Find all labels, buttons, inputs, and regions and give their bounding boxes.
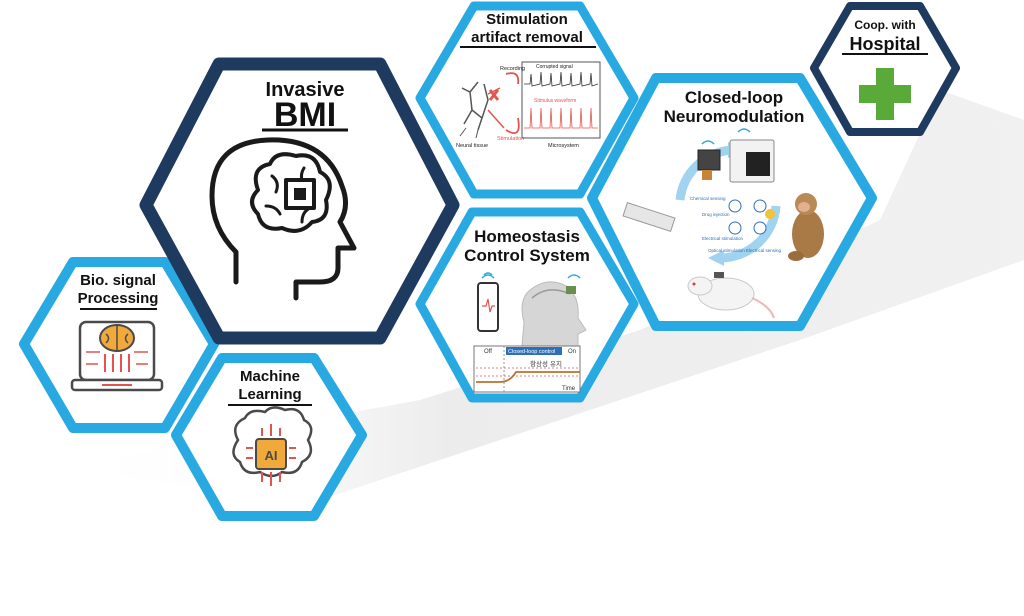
- bio-signal-title-line2: Processing: [78, 290, 159, 307]
- invasive-bmi-title-line2: BMI: [274, 96, 336, 134]
- closed-loop-control-label: Closed-loop control: [508, 349, 555, 355]
- background-shadow: [60, 90, 1024, 500]
- korean-homeostasis-label: 항상성 유지: [530, 359, 562, 368]
- hospital-title-line1: Coop. with: [854, 18, 915, 32]
- bio-signal-processing-hex: Bio. signal Processing: [19, 257, 219, 433]
- closed-loop-title-line2: Neuromodulation: [664, 107, 805, 126]
- artifact-removal-illustration: Recording Stimulation Neural tissue Corr…: [456, 61, 601, 149]
- brain-chip-head-icon: [209, 137, 357, 301]
- machine-learning-title-line2: Learning: [238, 386, 301, 403]
- svg-text:AI: AI: [265, 448, 278, 463]
- closed-loop-hex: Closed-loop Neuromodulation Chemical sen…: [587, 73, 877, 331]
- invasive-bmi-hex: Invasive BMI: [139, 57, 460, 345]
- time-label: Time: [562, 386, 576, 392]
- rat-figure: [687, 272, 775, 319]
- machine-learning-title-line1: Machine: [240, 368, 300, 385]
- invasive-bmi-title-line1: Invasive: [266, 79, 345, 101]
- off-label: Off: [484, 349, 492, 355]
- homeostasis-hex: Homeostasis Control System Off Closed-lo…: [415, 207, 639, 403]
- stimulation-title-line1: Stimulation: [486, 11, 568, 28]
- microsystem-label: Microsystem: [548, 143, 579, 149]
- chemical-sensing-label: Chemical sensing: [690, 196, 726, 201]
- homeostasis-title-line2: Control System: [464, 246, 590, 265]
- hospital-hex: Coop. with Hospital: [810, 2, 960, 136]
- on-label: On: [568, 349, 576, 355]
- optical-stimulation-label: Optical stimulation: [708, 248, 745, 253]
- ai-chip-icon: AI: [232, 406, 313, 486]
- stimulation-artifact-hex: Stimulation artifact removal Recording S…: [415, 1, 639, 199]
- stimulation-label: Stimulation: [497, 136, 524, 142]
- brain-laptop-icon: [70, 320, 164, 392]
- electrical-stimulation-label: Electrical stimulation: [702, 236, 744, 241]
- recording-label: Recording: [500, 66, 525, 72]
- hospital-title-line2: Hospital: [849, 34, 920, 54]
- stimulation-title-line2: artifact removal: [471, 29, 583, 46]
- homeostasis-title-line1: Homeostasis: [474, 227, 580, 246]
- drug-injection-label: Drug injection: [702, 212, 730, 217]
- stimulus-waveform-label: Stimulus waveform: [534, 98, 576, 104]
- neural-tissue-label: Neural tissue: [456, 143, 488, 149]
- electrical-sensing-label: Electrical sensing: [746, 248, 782, 253]
- bio-signal-title-line1: Bio. signal: [80, 272, 156, 289]
- medical-cross-icon: [859, 68, 911, 120]
- corrupted-signal-label: Corrupted signal: [536, 64, 573, 70]
- monkey-figure: [788, 193, 824, 261]
- machine-learning-hex: Machine Learning AI: [171, 353, 367, 521]
- closed-loop-title-line1: Closed-loop: [685, 88, 783, 107]
- homeostasis-illustration: Off Closed-loop control On 항상성 유지 Time: [473, 272, 587, 393]
- neuromodulation-illustration: Chemical sensing Drug injection Electric…: [622, 128, 824, 319]
